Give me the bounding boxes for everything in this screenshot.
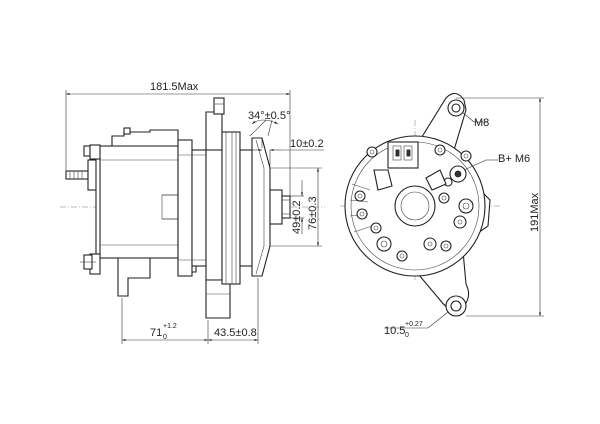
regulator-box [387, 141, 419, 169]
hole-dia-sub: 0 [405, 332, 409, 339]
end-view [340, 92, 500, 317]
top-ear [205, 97, 225, 151]
hole-dia-label: 10.5 [384, 325, 405, 337]
fan [221, 131, 253, 285]
b-plus-stud [454, 170, 462, 178]
end-dimensions: M8 B+ M6 191Max 10.5 0 +0.27 [384, 97, 544, 339]
regulator-block [111, 127, 179, 147]
diode-bracket [425, 169, 447, 191]
side-view [60, 97, 325, 319]
m8-hole [451, 103, 461, 113]
hole-dia-sup: +0.27 [405, 321, 423, 328]
front-offset-label: 43.5±0.8 [214, 327, 257, 339]
mount-length-label: 71 [150, 327, 162, 339]
side-dimensions: 181.5Max 34°±0.5° 10±0.2 49±0.2 76±0.3 7… [65, 81, 324, 344]
hub-inner [400, 191, 430, 221]
regulator-bracket [373, 169, 393, 191]
pulley-offset-label: 10±0.2 [290, 138, 324, 150]
pulley-angle-label: 34°±0.5° [248, 110, 290, 122]
overall-length-label: 181.5Max [150, 81, 199, 93]
side-terminals [80, 145, 96, 270]
rear-housing [89, 144, 179, 275]
pulley-dia-large-label: 76±0.3 [307, 196, 319, 230]
lower-hole [450, 300, 462, 312]
mount-length-sub: 0 [163, 334, 167, 341]
rear-terminal [65, 159, 99, 191]
b-plus-label: B+ M6 [498, 153, 530, 165]
pulley-dia-small-label: 49±0.2 [291, 200, 303, 234]
pulley [251, 137, 291, 277]
m8-label: M8 [474, 117, 489, 129]
overall-height-label: 191Max [529, 192, 541, 232]
stator [177, 139, 207, 277]
mount-length-sup: +1.2 [163, 323, 177, 330]
cover-bolts [354, 144, 474, 262]
